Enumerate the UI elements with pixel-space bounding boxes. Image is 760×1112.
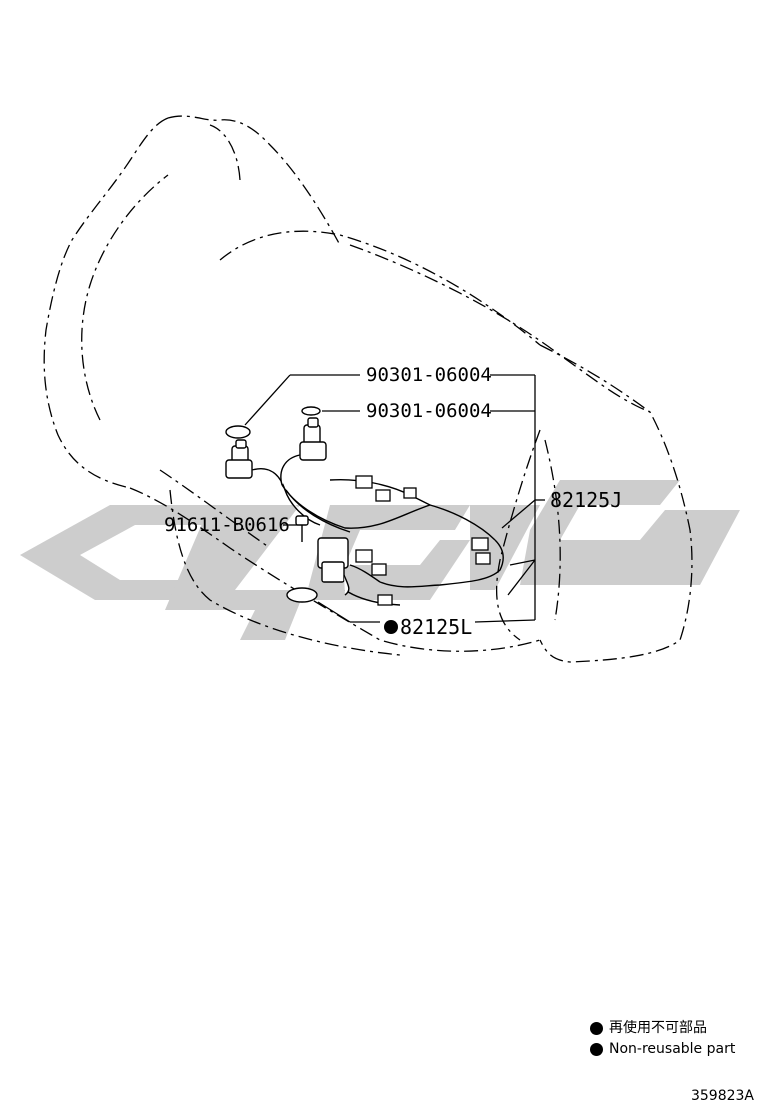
- sensor-right-icon[interactable]: [280, 417, 327, 486]
- callout-bolt[interactable]: 91611-B0616: [164, 514, 290, 536]
- gasket-lower-icon[interactable]: [301, 406, 321, 416]
- callout-harness-j[interactable]: 82125J: [550, 488, 622, 512]
- connectors: [355, 475, 491, 606]
- watermark-logo: [20, 480, 740, 640]
- legend-japanese: 再使用不可部品: [609, 1020, 707, 1036]
- transmission-outline: [43, 115, 693, 663]
- leader-lines: [244, 374, 545, 623]
- o-ring-icon[interactable]: [286, 587, 318, 603]
- callout-gasket-upper[interactable]: 90301-06004: [366, 364, 492, 386]
- non-reusable-marker-icon: [384, 620, 398, 634]
- bolt-icon[interactable]: [295, 515, 309, 542]
- wire-harness-j-icon[interactable]: [281, 478, 504, 606]
- callout-gasket-lower[interactable]: 90301-06004: [366, 400, 492, 422]
- gasket-upper-icon[interactable]: [225, 425, 251, 439]
- wire-harness-l-icon[interactable]: [317, 537, 350, 596]
- legend-english: Non-reusable part: [609, 1041, 736, 1057]
- diagram-id: 359823A: [690, 1088, 754, 1104]
- bullet-icon: [590, 1022, 603, 1035]
- legend-row-english: Non-reusable part: [590, 1039, 735, 1060]
- legend: 再使用不可部品 Non-reusable part: [590, 1018, 735, 1060]
- bullet-icon: [590, 1043, 603, 1056]
- callout-harness-l[interactable]: 82125L: [400, 615, 472, 639]
- legend-row-japanese: 再使用不可部品: [590, 1018, 735, 1039]
